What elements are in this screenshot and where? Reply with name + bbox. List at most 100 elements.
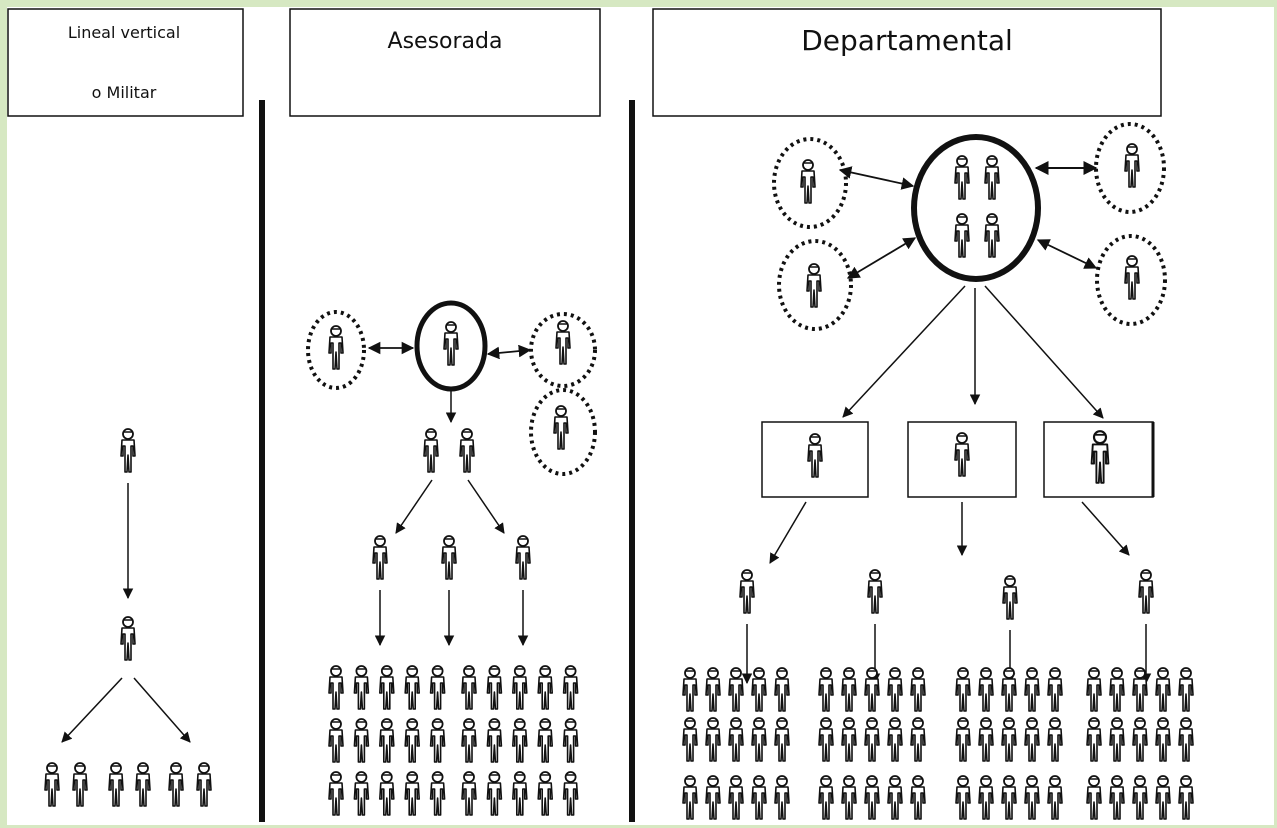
person-icon [1001, 775, 1017, 820]
person-icon [562, 665, 579, 710]
person-icon [404, 771, 421, 816]
person-icon [1155, 717, 1171, 762]
person-icon [429, 718, 446, 763]
person-icon [864, 775, 880, 820]
person-icon [1024, 775, 1040, 820]
person-icon [682, 717, 698, 762]
person-icon [459, 428, 475, 473]
person-icon [864, 717, 880, 762]
person-icon [1109, 667, 1125, 712]
person-icon [978, 775, 994, 820]
person-icon [728, 775, 744, 820]
arrow [842, 285, 966, 418]
departamental-teams [682, 667, 1194, 820]
person-icon [774, 775, 790, 820]
person-icon [751, 775, 767, 820]
person-icon [1086, 775, 1102, 820]
person-icon [404, 718, 421, 763]
advisor-circle [1095, 234, 1167, 326]
asesorada-chart [306, 300, 597, 816]
person-icon [705, 667, 721, 712]
person-icon [806, 263, 822, 308]
person-icon [818, 717, 834, 762]
person-icon [910, 775, 926, 820]
person-icon [486, 665, 503, 710]
person-icon [553, 405, 569, 450]
person-icon [954, 155, 970, 200]
arrow [1036, 239, 1098, 269]
title-lineal-line1: Lineal vertical [68, 23, 180, 42]
diagram-canvas: Lineal vertical o Militar Asesorada Depa… [7, 7, 1274, 825]
person-icon [72, 762, 88, 807]
arrow [846, 237, 917, 279]
title-asesorada: Asesorada [388, 29, 503, 54]
person-icon [705, 717, 721, 762]
person-icon [404, 665, 421, 710]
person-icon [555, 320, 571, 365]
person-icon [423, 428, 439, 473]
person-icon [44, 762, 60, 807]
person-icon [1155, 775, 1171, 820]
person-icon [841, 775, 857, 820]
lineal-chart [44, 428, 212, 807]
divider-left [259, 100, 265, 822]
person-icon [1109, 775, 1125, 820]
person-icon [108, 762, 124, 807]
person-icon [429, 771, 446, 816]
person-icon [328, 771, 344, 816]
arrow [1081, 501, 1130, 556]
person-icon [441, 535, 457, 580]
person-icon [461, 665, 477, 710]
person-icon [1047, 775, 1063, 820]
person-icon [168, 762, 184, 807]
title-box-asesorada: Asesorada [289, 8, 601, 117]
person-icon [537, 665, 554, 710]
person-icon [378, 665, 395, 710]
person-icon [1024, 667, 1040, 712]
person-icon [461, 771, 477, 816]
person-icon [353, 771, 370, 816]
person-icon [800, 159, 816, 204]
divider-right [629, 100, 635, 822]
person-icon [537, 718, 554, 763]
advisor-circle [529, 388, 597, 476]
person-icon [1132, 667, 1148, 712]
person-icon [841, 667, 857, 712]
advisor-circle [306, 310, 366, 390]
person-icon [486, 771, 503, 816]
person-icon [486, 718, 503, 763]
person-icon [120, 616, 136, 661]
arrow [133, 677, 191, 743]
direction-circle [911, 134, 1041, 282]
person-icon [682, 667, 698, 712]
person-icon [1138, 569, 1154, 614]
person-icon [955, 717, 971, 762]
person-icon [1047, 717, 1063, 762]
person-icon [1132, 717, 1148, 762]
person-icon [682, 775, 698, 820]
advisor-circle [1094, 122, 1166, 214]
person-icon [1086, 667, 1102, 712]
departamental-chart [682, 122, 1194, 820]
person-icon [1155, 667, 1171, 712]
person-icon [984, 213, 1000, 258]
person-icon [1124, 143, 1140, 188]
arrow [61, 677, 123, 743]
person-icon [954, 213, 970, 258]
advisor-circle [777, 239, 853, 331]
title-lineal-line2: o Militar [92, 83, 157, 102]
person-icon [774, 667, 790, 712]
arrow [395, 479, 433, 534]
arrow [984, 285, 1104, 419]
person-icon [955, 667, 971, 712]
person-icon [887, 775, 903, 820]
person-icon [1024, 717, 1040, 762]
title-box-departamental: Departamental [652, 8, 1162, 117]
person-icon [739, 569, 755, 614]
person-icon [978, 717, 994, 762]
person-icon [1178, 775, 1194, 820]
person-icon [1178, 717, 1194, 762]
person-icon [511, 718, 528, 763]
person-icon [728, 717, 744, 762]
person-icon [1002, 575, 1018, 620]
